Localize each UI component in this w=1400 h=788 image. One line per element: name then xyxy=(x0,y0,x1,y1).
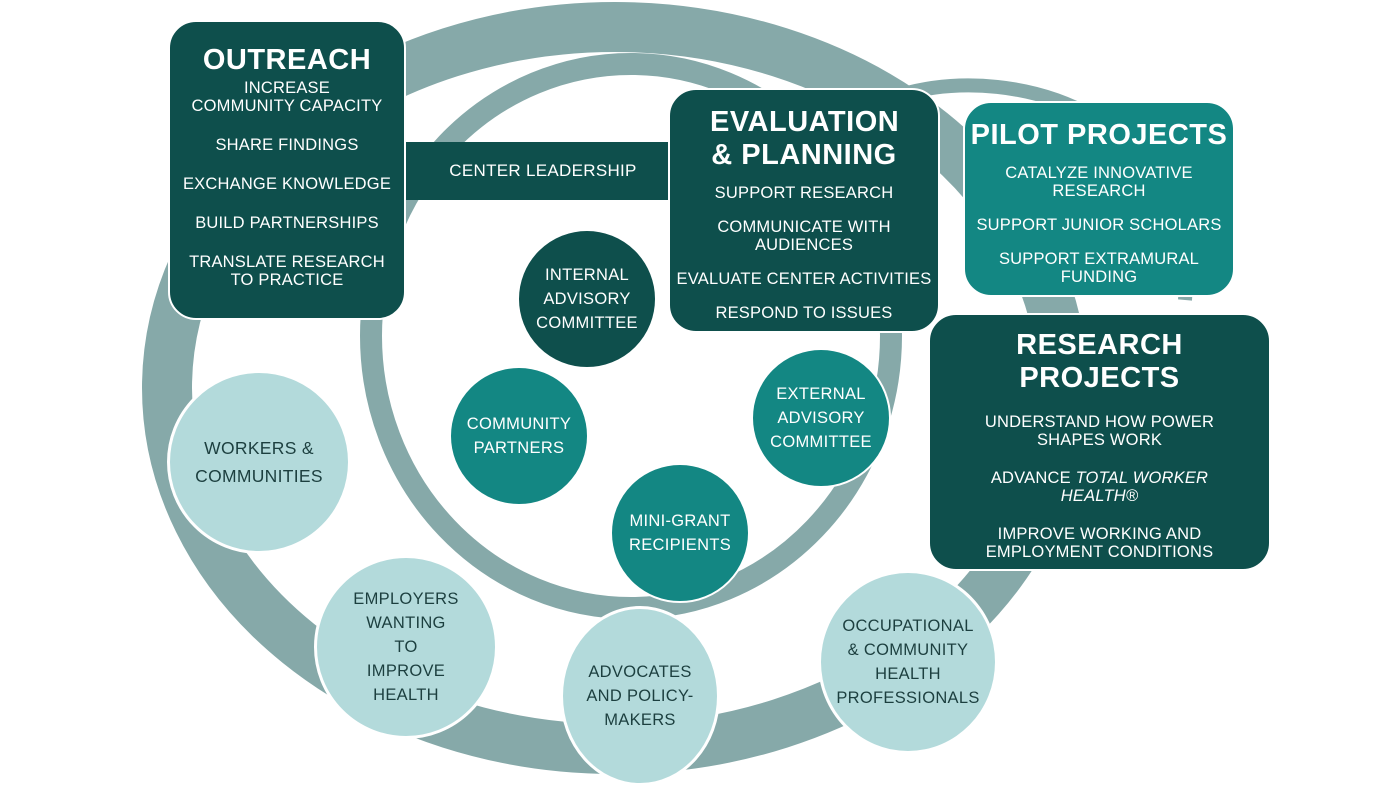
evaluation-planning-title: EVALUATION & PLANNING xyxy=(710,106,900,171)
workers-communities-label: WORKERS & COMMUNITIES xyxy=(195,438,323,486)
employers-label: EMPLOYERS WANTING TO IMPROVE HEALTH xyxy=(353,590,459,704)
mini-grant-label: MINI-GRANT RECIPIENTS xyxy=(628,512,732,554)
internal-advisory-label: INTERNAL ADVISORY COMMITTEE xyxy=(536,266,638,332)
outreach-item: TRANSLATE RESEARCH TO PRACTICE xyxy=(189,253,385,289)
occupational-label: OCCUPATIONAL & COMMUNITY HEALTH PROFESSI… xyxy=(836,617,980,707)
research-projects-title: RESEARCH PROJECTS xyxy=(1016,329,1183,394)
research-item: UNDERSTAND HOW POWER SHAPES WORK xyxy=(984,413,1215,449)
evaluation-item: RESPOND TO ISSUES xyxy=(715,304,893,322)
advocates-policy-makers: ADVOCATES AND POLICY-MAKERS xyxy=(560,606,720,786)
outreach-item: INCREASE COMMUNITY CAPACITY xyxy=(191,79,383,115)
employers: EMPLOYERS WANTING TO IMPROVE HEALTH xyxy=(314,555,498,739)
external-advisory-committee: EXTERNAL ADVISORY COMMITTEE xyxy=(751,348,891,488)
pilot-item: SUPPORT EXTRAMURAL FUNDING xyxy=(998,250,1200,286)
outreach-box: OUTREACH INCREASE COMMUNITY CAPACITY SHA… xyxy=(168,20,406,320)
pilot-item: SUPPORT JUNIOR SCHOLARS xyxy=(976,216,1222,234)
internal-advisory-committee: INTERNAL ADVISORY COMMITTEE xyxy=(517,229,657,369)
evaluation-item: COMMUNICATE WITH AUDIENCES xyxy=(717,218,891,254)
center-leadership-bar: CENTER LEADERSHIP xyxy=(398,142,688,200)
evaluation-item: SUPPORT RESEARCH xyxy=(714,184,894,202)
outreach-item: SHARE FINDINGS xyxy=(215,136,359,154)
research-item-advance: ADVANCE xyxy=(990,469,1071,487)
community-partners-label: COMMUNITY PARTNERS xyxy=(466,415,572,457)
evaluation-planning-box: EVALUATION & PLANNING SUPPORT RESEARCH C… xyxy=(668,88,940,333)
research-item: IMPROVE WORKING AND EMPLOYMENT CONDITION… xyxy=(985,525,1214,561)
research-item-twh: TOTAL WORKER HEALTH® xyxy=(1060,469,1209,505)
pilot-item: CATALYZE INNOVATIVE RESEARCH xyxy=(1005,164,1193,200)
research-item: ADVANCE TOTAL WORKER HEALTH® xyxy=(930,469,1269,505)
workers-communities: WORKERS & COMMUNITIES xyxy=(167,370,351,554)
research-projects-box: RESEARCH PROJECTS UNDERSTAND HOW POWER S… xyxy=(928,313,1271,571)
advocates-label: ADVOCATES AND POLICY-MAKERS xyxy=(586,663,694,729)
community-partners: COMMUNITY PARTNERS xyxy=(449,366,589,506)
evaluation-item: EVALUATE CENTER ACTIVITIES xyxy=(676,270,932,288)
outreach-title: OUTREACH xyxy=(202,44,372,76)
pilot-projects-title: PILOT PROJECTS xyxy=(970,119,1228,151)
external-advisory-label: EXTERNAL ADVISORY COMMITTEE xyxy=(770,385,872,451)
center-leadership-label: CENTER LEADERSHIP xyxy=(449,161,637,180)
pilot-projects-box: PILOT PROJECTS CATALYZE INNOVATIVE RESEA… xyxy=(963,101,1235,297)
outreach-item: BUILD PARTNERSHIPS xyxy=(195,214,379,232)
occupational-community-health-professionals: OCCUPATIONAL & COMMUNITY HEALTH PROFESSI… xyxy=(818,570,998,754)
outreach-item: EXCHANGE KNOWLEDGE xyxy=(182,175,392,193)
mini-grant-recipients: MINI-GRANT RECIPIENTS xyxy=(610,463,750,603)
